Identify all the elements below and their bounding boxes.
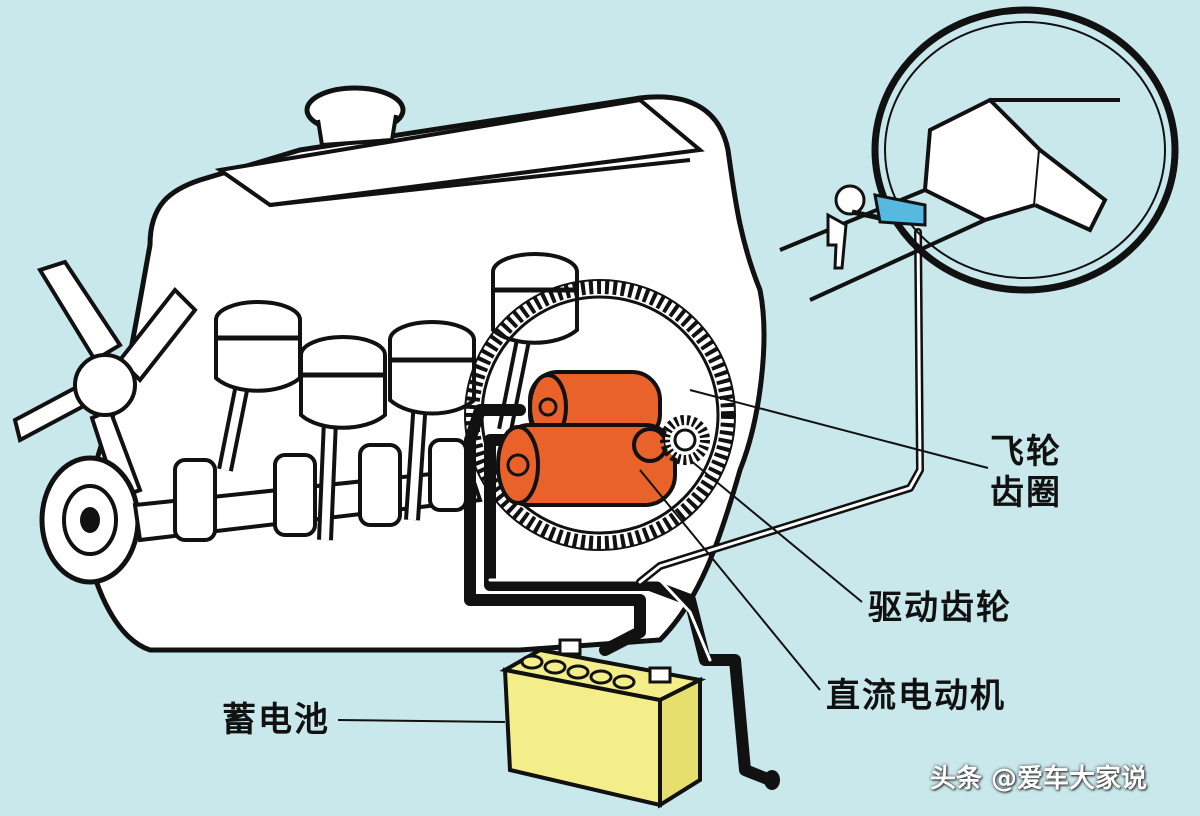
piston-1-icon bbox=[214, 300, 302, 472]
steering-wheel-icon bbox=[779, 6, 1179, 302]
wiring bbox=[464, 228, 924, 790]
piston-3-icon bbox=[388, 320, 476, 521]
fan-icon bbox=[12, 259, 198, 501]
leader-lines bbox=[337, 389, 989, 723]
watermark: 头条 @爱车大家说 bbox=[930, 764, 1148, 794]
flywheel-label-line1: 飞轮 bbox=[990, 432, 1062, 472]
battery-label: 蓄电池 bbox=[222, 700, 330, 740]
drive-gear-label: 驱动齿轮 bbox=[868, 588, 1012, 628]
piston-2-icon bbox=[299, 335, 387, 541]
flywheel-label-line2: 齿圈 bbox=[990, 472, 1062, 513]
ignition-key-icon bbox=[826, 184, 927, 270]
flywheel-ring-gear-label: 飞轮 齿圈 bbox=[990, 432, 1062, 514]
battery-icon bbox=[499, 638, 707, 809]
drive-gear-icon bbox=[660, 415, 710, 465]
crankshaft-icon bbox=[132, 438, 483, 543]
pulley-icon bbox=[39, 455, 141, 585]
dc-motor-icon bbox=[496, 370, 677, 507]
dc-motor-label: 直流电动机 bbox=[826, 676, 1006, 716]
